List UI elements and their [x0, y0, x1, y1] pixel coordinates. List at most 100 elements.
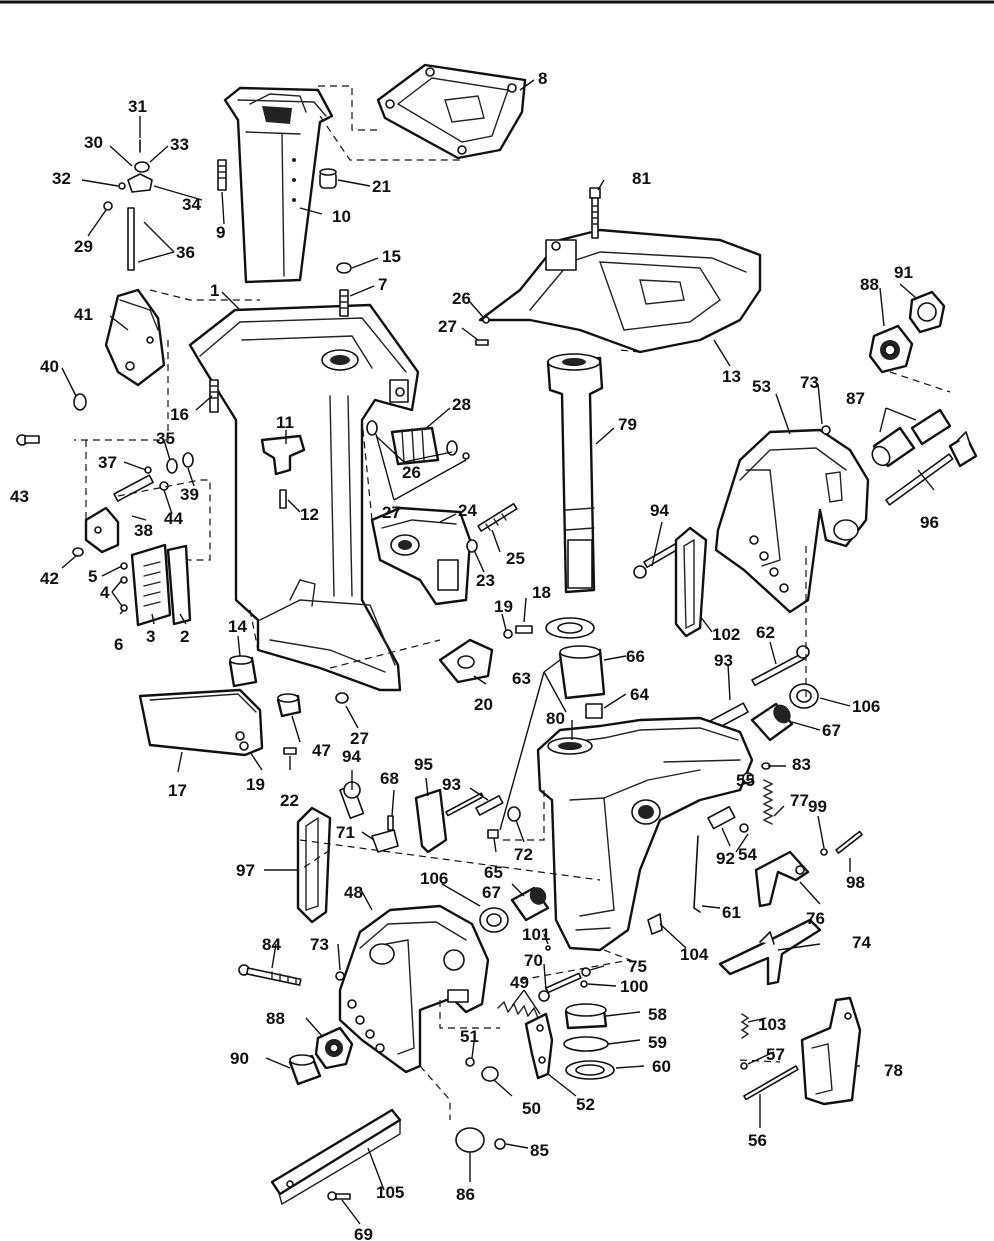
callout-48: 48	[344, 883, 363, 902]
part-clip-104	[647, 913, 663, 935]
part-bracket-2	[166, 544, 192, 626]
part-fairing-17	[138, 688, 264, 757]
callout-12: 12	[300, 505, 319, 524]
callout-80: 80	[546, 709, 565, 728]
callout-44: 44	[164, 509, 183, 528]
callout-98: 98	[846, 873, 865, 892]
callout-54: 54	[738, 845, 757, 864]
part-bushing-66	[558, 645, 606, 700]
callout-86: 86	[456, 1185, 475, 1204]
callout-78: 78	[884, 1061, 903, 1080]
callout-93b: 93	[442, 775, 461, 794]
callout-35: 35	[156, 429, 175, 448]
part-spring-103	[740, 1013, 750, 1039]
callout-106b: 106	[420, 869, 448, 888]
callout-93a: 93	[714, 651, 733, 670]
part-washer-106b	[479, 907, 509, 933]
callout-22: 22	[280, 791, 299, 810]
part-clip-95	[414, 788, 484, 854]
part-bolt-81	[589, 187, 601, 239]
callout-19a: 19	[494, 597, 513, 616]
part-screw-51	[465, 1057, 475, 1067]
callout-76: 76	[806, 909, 825, 928]
callout-99: 99	[808, 797, 827, 816]
part-washer-19b	[239, 741, 249, 751]
callout-73b: 73	[310, 935, 329, 954]
callout-40: 40	[40, 357, 59, 376]
callout-85: 85	[530, 1141, 549, 1160]
part-washer-40	[73, 393, 87, 411]
part-lever-52	[524, 1012, 554, 1080]
callout-53: 53	[752, 377, 771, 396]
callout-64: 64	[630, 685, 649, 704]
callout-6: 6	[114, 635, 123, 654]
callout-88b: 88	[266, 1009, 285, 1028]
callout-92: 92	[716, 849, 735, 868]
callout-49: 49	[510, 973, 529, 992]
callout-3: 3	[146, 627, 155, 646]
part-swivel-bracket-80	[536, 716, 754, 952]
part-screw-12	[279, 489, 287, 509]
callout-65: 65	[484, 863, 503, 882]
part-tilt-rod-96	[885, 431, 978, 506]
callout-72: 72	[514, 845, 533, 864]
callout-105: 105	[376, 1183, 404, 1202]
part-stern-bracket-53	[714, 428, 870, 614]
part-rod-56	[743, 1065, 799, 1101]
part-nut-88a	[868, 324, 914, 374]
callout-66: 66	[626, 647, 645, 666]
part-link-102	[674, 526, 708, 638]
callout-32: 32	[52, 169, 71, 188]
part-plate-71	[371, 829, 399, 853]
part-pin-57	[740, 1062, 748, 1070]
part-bolt-25	[477, 502, 518, 532]
part-rod-61	[693, 835, 701, 913]
part-bracket-78	[800, 996, 862, 1106]
part-bracket-11	[260, 434, 306, 476]
callout-101: 101	[522, 925, 550, 944]
part-washer-100	[580, 980, 588, 988]
callout-51: 51	[460, 1027, 479, 1046]
callout-47: 47	[312, 741, 331, 760]
callout-67a: 67	[822, 721, 841, 740]
callout-23: 23	[476, 571, 495, 590]
callout-34: 34	[182, 195, 201, 214]
callout-71: 71	[336, 823, 355, 842]
part-cap-90	[288, 1054, 322, 1086]
callout-13: 13	[722, 367, 741, 386]
part-screw-18	[515, 625, 533, 634]
part-lever-housing-41	[104, 288, 166, 387]
part-exhaust-gasket	[376, 63, 527, 160]
part-bolt-62	[751, 645, 810, 687]
part-bolt-84	[238, 964, 302, 986]
part-grommet-47	[276, 693, 302, 718]
callout-55: 55	[736, 771, 755, 790]
part-lever-76	[754, 850, 810, 908]
callout-91: 91	[894, 263, 913, 282]
callout-15: 15	[382, 247, 401, 266]
callout-14: 14	[228, 617, 247, 636]
callout-106a: 106	[852, 697, 880, 716]
part-nut-73a	[821, 425, 831, 435]
callout-60: 60	[652, 1057, 671, 1076]
callout-16: 16	[170, 405, 189, 424]
callout-90: 90	[230, 1049, 249, 1068]
part-washer-72	[507, 806, 521, 822]
callout-56: 56	[748, 1131, 767, 1150]
part-pin-65	[487, 829, 499, 839]
callout-21: 21	[372, 177, 391, 196]
callout-1: 1	[210, 281, 219, 300]
callout-75: 75	[628, 957, 647, 976]
part-washer-63	[545, 617, 595, 639]
callout-20: 20	[474, 695, 493, 714]
part-link-97	[296, 806, 332, 924]
callout-63: 63	[512, 669, 531, 688]
part-nut-85	[494, 1138, 506, 1150]
callout-37: 37	[98, 453, 117, 472]
part-screw-22	[283, 747, 297, 755]
part-seal-60	[565, 1060, 615, 1080]
part-screw-70	[538, 972, 582, 1002]
part-grommet-14	[228, 655, 258, 688]
part-rubber-mount-28	[366, 420, 470, 466]
callout-7: 7	[378, 275, 387, 294]
